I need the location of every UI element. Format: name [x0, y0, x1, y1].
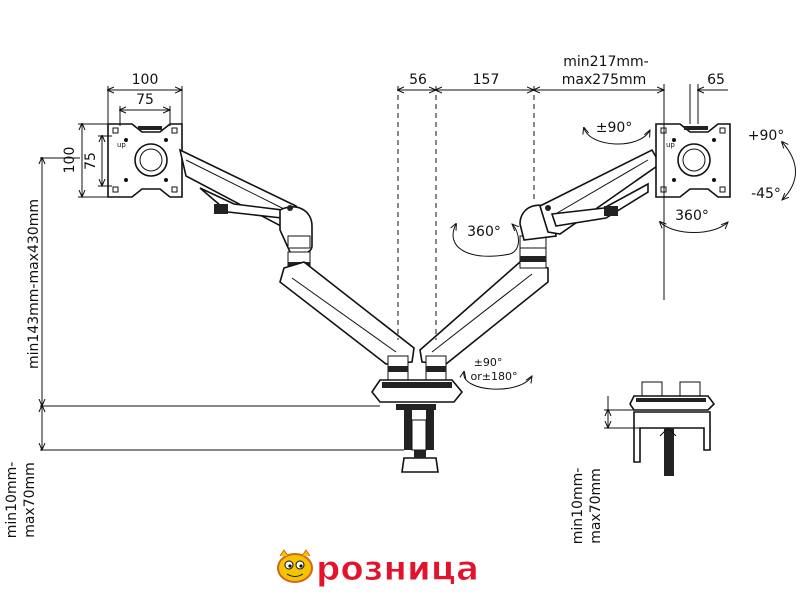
- dim-65-label: 65: [707, 72, 725, 88]
- tilt-up-label: +90°: [748, 128, 785, 144]
- vesa-outer-h-label: 100: [132, 72, 159, 88]
- detail-desk-label-1: min10mm-: [570, 468, 586, 545]
- dim-56-label: 56: [409, 72, 427, 88]
- rotation-arrows: [453, 128, 796, 390]
- dimension-lines: [40, 84, 728, 450]
- left-vesa-plate: up: [107, 123, 183, 198]
- dim-157-label: 157: [473, 72, 500, 88]
- tilt-90-label: ±90°: [596, 120, 633, 136]
- rotation-labels: ±90° +90° -45° 360° 360° ±90° or±180°: [467, 120, 784, 383]
- base-rot-label-1: ±90°: [474, 356, 503, 369]
- desk-thickness-label-1: min10mm-: [4, 462, 20, 539]
- store-logo: розница: [277, 549, 479, 590]
- right-up-label: up: [666, 141, 675, 149]
- right-lower-arm: [419, 261, 549, 365]
- vesa-inner-h-label: 75: [136, 92, 154, 108]
- arm-length-label-1: min217mm-: [563, 54, 648, 70]
- base-clamp: [371, 355, 464, 473]
- desk-thickness-label-2: max70mm: [22, 462, 38, 538]
- left-up-label: up: [117, 141, 126, 149]
- right-upper-arm: [287, 148, 662, 269]
- left-lower-arm: [279, 261, 415, 365]
- detail-desk-label-2: max70mm: [588, 468, 604, 544]
- dimension-labels: 100 75 100 75 56 157 min217mm- max275mm …: [4, 54, 725, 544]
- vesa-inner-v-label: 75: [83, 152, 99, 170]
- logo-text: розница: [316, 549, 479, 589]
- tilt-down-label: -45°: [751, 186, 781, 202]
- arm-length-label-2: max275mm: [562, 72, 647, 88]
- swivel-right-label: 360°: [675, 208, 709, 224]
- swivel-mid-label: 360°: [467, 224, 501, 240]
- right-vesa-plate: up: [655, 123, 731, 198]
- clamp-detail: [629, 381, 716, 476]
- height-range-label: min143mm-max430mm: [26, 199, 42, 369]
- vesa-outer-v-label: 100: [62, 147, 78, 174]
- base-rot-label-2: or±180°: [471, 370, 518, 383]
